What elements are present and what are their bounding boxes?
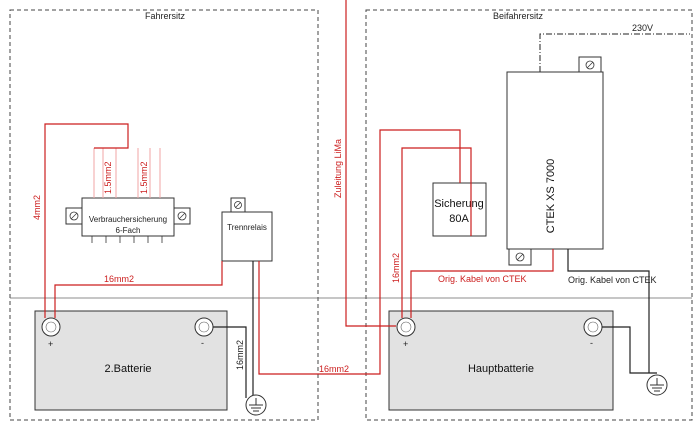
- wire-label-16mm2-bottom: 16mm2: [319, 364, 349, 374]
- wire-label-4mm2: 4mm2: [32, 195, 42, 220]
- isolation-relay: Trennrelais: [221, 197, 273, 262]
- charger-label: CTEK XS 7000: [545, 159, 557, 234]
- zone-label-passenger: Beifahrersitz: [493, 11, 544, 21]
- mains-line: [539, 33, 690, 72]
- ground-symbol-left: [245, 394, 267, 416]
- positive-wiring: [44, 0, 554, 375]
- fuse-block-right-screw-slot: [178, 212, 186, 220]
- relay-screw-slot: [235, 202, 241, 208]
- battery-2-plus-sign: +: [48, 339, 53, 349]
- fuse-block-left-screw-slot: [70, 212, 78, 220]
- driver-zone: [9, 9, 319, 421]
- main-fuse-label-1: Sicherung: [434, 198, 484, 210]
- battery-2: + - 2.Batterie: [34, 310, 228, 411]
- main-battery-plus-terminal: [396, 317, 416, 337]
- passenger-zone: [365, 9, 693, 421]
- main-battery-minus-sign: -: [590, 338, 593, 348]
- wire-ctek-positive: [410, 249, 554, 318]
- ground-symbol-right: [646, 374, 668, 396]
- wire-label-alternator: Zuleitung LiMa: [333, 139, 343, 198]
- ctek-charger: CTEK XS 7000: [506, 56, 604, 266]
- negative-wiring: [213, 249, 657, 398]
- main-fuse-body: [432, 182, 487, 237]
- main-battery-minus-terminal-inner: [587, 321, 599, 333]
- wire-label-ctek-red: Orig. Kabel von CTEK: [438, 274, 527, 284]
- fuse-block-body: [81, 197, 175, 237]
- wire-label-16mm2-top: 16mm2: [104, 274, 134, 284]
- main-battery: + - Hauptbatterie: [388, 310, 614, 411]
- battery-2-minus-terminal-inner: [198, 321, 210, 333]
- zone-label-driver: Fahrersitz: [145, 11, 186, 21]
- main-fuse: Sicherung 80A: [432, 182, 487, 237]
- wire-label-16mm2-main: 16mm2: [391, 253, 401, 283]
- main-battery-label: Hauptbatterie: [468, 363, 534, 375]
- charger-top-screw-slot: [586, 61, 594, 69]
- wire-16mm2-relay-fuse: [258, 129, 461, 375]
- wire-battery2-ground: [213, 326, 247, 398]
- main-battery-plus-sign: +: [403, 339, 408, 349]
- wire-4mm2: [44, 123, 129, 318]
- main-battery-plus-terminal-inner: [400, 321, 412, 333]
- fuse-block-label-1: Verbrauchersicherung: [89, 215, 167, 224]
- mains-label: 230V: [632, 23, 653, 33]
- battery-2-plus-terminal-inner: [45, 321, 57, 333]
- fuse-block-left-screw-head: [69, 211, 79, 221]
- relay-screw-head: [234, 201, 242, 209]
- main-battery-minus-terminal: [583, 317, 603, 337]
- fuse-block-label-2: 6-Fach: [116, 226, 141, 235]
- wire-16mm2-relay-battery2: [54, 261, 223, 318]
- charger-bottom-screw-slot: [516, 253, 524, 261]
- wire-main-battery-ground: [602, 326, 657, 374]
- wire-alternator-feed: [345, 0, 396, 327]
- charger-top-screw-head: [585, 60, 595, 70]
- main-battery-body: [388, 310, 614, 411]
- relay-body: [221, 211, 273, 262]
- fuse-block: Verbrauchersicherung 6-Fach: [65, 197, 191, 243]
- wire-label-ctek-black: Orig. Kabel von CTEK: [568, 275, 657, 285]
- fuse-block-bottom-pins: [91, 236, 163, 243]
- main-fuse-label-2: 80A: [449, 213, 469, 225]
- battery-2-plus-terminal: [41, 317, 61, 337]
- wire-ctek-negative: [567, 249, 650, 373]
- charger-body: [506, 71, 604, 250]
- fuse-block-right-screw-head: [177, 211, 187, 221]
- battery-2-label: 2.Batterie: [104, 363, 151, 375]
- wire-16mm2-fuse-battery: [401, 147, 472, 318]
- wire-label-16mm2-relay: 16mm2: [235, 340, 245, 370]
- relay-label: Trennrelais: [227, 223, 267, 232]
- battery-2-minus-terminal: [194, 317, 214, 337]
- battery-2-minus-sign: -: [201, 338, 204, 348]
- charger-bottom-screw-head: [515, 252, 525, 262]
- wire-label-1-5mm2-b: 1.5mm2: [139, 161, 149, 194]
- wire-label-1-5mm2-a: 1.5mm2: [103, 161, 113, 194]
- consumer-wires: [93, 148, 161, 198]
- zone-boxes: [9, 9, 693, 421]
